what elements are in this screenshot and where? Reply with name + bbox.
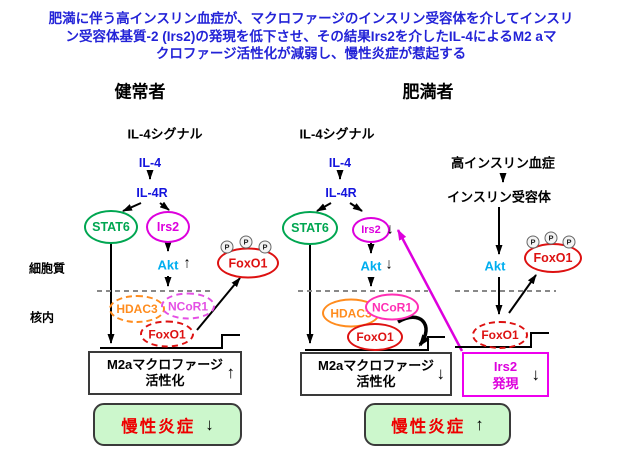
foxo1-nuclear-ellipse-left: FoxO1	[140, 320, 194, 348]
arrow-irs2-expression-feedback	[396, 229, 464, 352]
insulin-receptor-label: インスリン受容体	[447, 189, 551, 205]
m2a-down-arrow-right: ↓	[436, 364, 446, 383]
arrow-il4r-to-irs2-right	[349, 202, 363, 212]
foxo1-nuclear-ellipse-right: FoxO1	[347, 323, 403, 351]
irs2-expression-line2: 発現	[492, 375, 519, 391]
arrow-il4r-to-irs2-left	[159, 201, 170, 211]
header-healthy: 健常者	[114, 82, 166, 102]
il4r-label-right: IL-4R	[325, 186, 357, 200]
akt-label-left: Akt	[157, 257, 179, 273]
il4r-label-left: IL-4R	[136, 186, 168, 200]
il4-signal-label-left: IL-4シグナル	[127, 126, 203, 142]
chronic-inflammation-box-left: 慢性炎症 ↓	[93, 403, 242, 446]
irs2-ellipse-right: Irs2	[352, 217, 390, 243]
stat6-ellipse-right: STAT6	[282, 211, 338, 245]
chronic-inflammation-label-right: 慢性炎症	[391, 417, 466, 436]
chronic-inflammation-up-arrow: ↑	[475, 414, 484, 434]
hdac3-ellipse-left: HDAC3	[109, 295, 165, 323]
akt-up-arrow-left: ↑	[183, 254, 191, 272]
chronic-inflammation-box-right: 慢性炎症 ↑	[364, 403, 511, 446]
il4-signal-label-right: IL-4シグナル	[299, 126, 375, 142]
m2a-box-line2-left: 活性化	[145, 373, 185, 388]
title-line-2: ン受容体基質-2 (Irs2)の発現を低下させ、その結果Irs2を介したIL-4…	[65, 28, 557, 44]
figure-title: 肥満に伴う高インスリン血症が、マクロファージのインスリン受容体を介してインスリ …	[0, 10, 622, 63]
arrow-foxo1-repression	[397, 315, 430, 347]
cytoplasm-label: 細胞質	[28, 261, 66, 276]
il4-label-left: IL-4	[138, 156, 162, 170]
nucleus-label: 核内	[29, 310, 55, 325]
irs2-expression-line1: Irs2	[493, 358, 518, 374]
m2a-activation-box-right: M2aマクロファージ 活性化 ↓	[300, 352, 452, 396]
akt-label-right: Akt	[360, 258, 382, 274]
irs2-ellipse-left: Irs2	[146, 211, 190, 243]
akt-label-insulin: Akt	[484, 258, 506, 274]
phospho-p-icon: P	[258, 240, 272, 254]
chronic-inflammation-label-left: 慢性炎症	[121, 417, 196, 436]
ncor1-ellipse-right: NCoR1	[365, 293, 419, 321]
m2a-box-line1-left: M2aマクロファージ	[106, 357, 224, 372]
phospho-p-icon: P	[239, 235, 253, 249]
header-obese: 肥満者	[402, 82, 454, 102]
stat6-ellipse-left: STAT6	[84, 210, 138, 244]
m2a-activation-box-left: M2aマクロファージ 活性化 ↑	[88, 351, 242, 395]
arrow-foxo1-export-insulin	[508, 274, 537, 314]
arrow-il4r-to-stat6-right	[316, 202, 332, 212]
m2a-up-arrow-left: ↑	[226, 363, 236, 382]
m2a-box-line1-right: M2aマクロファージ	[317, 358, 435, 373]
m2a-box-line2-right: 活性化	[356, 374, 396, 389]
arrow-il4r-to-stat6-left	[122, 202, 142, 212]
irs2-down-arrow-right: ↓	[386, 220, 394, 238]
il4-label-right: IL-4	[328, 156, 352, 170]
irs2-expression-down-arrow: ↓	[531, 364, 541, 384]
phospho-p-icon: P	[220, 240, 234, 254]
title-line-3: クロファージ活性化が減弱し、慢性炎症が惹起する	[155, 46, 467, 61]
phospho-p-icon: P	[544, 231, 558, 245]
foxo1-gene-ellipse: FoxO1	[472, 321, 528, 349]
phospho-p-icon: P	[526, 235, 540, 249]
hyperinsulinemia-label: 高インスリン血症	[451, 155, 555, 171]
irs2-expression-box: Irs2 発現 ↓	[462, 352, 549, 397]
akt-down-arrow-right: ↓	[385, 255, 393, 273]
title-line-1: 肥満に伴う高インスリン血症が、マクロファージのインスリン受容体を介してインスリ	[48, 11, 574, 26]
phospho-p-icon: P	[562, 235, 576, 249]
chronic-inflammation-down-arrow: ↓	[205, 414, 214, 434]
ncor1-ellipse-left: NCoR1	[161, 292, 215, 320]
